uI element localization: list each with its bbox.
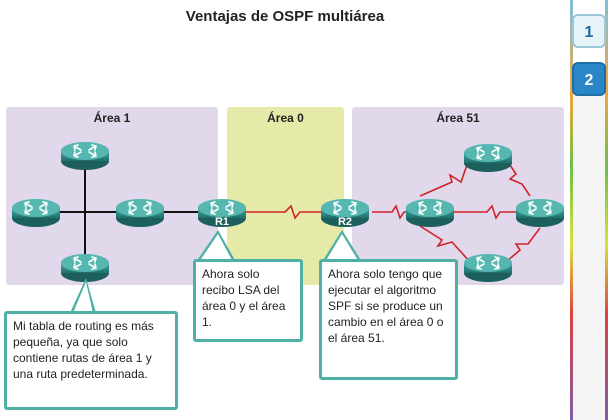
area-0-zone: Área 0 xyxy=(227,107,344,285)
router-area1-top[interactable] xyxy=(60,141,110,171)
area-51-zone: Área 51 xyxy=(352,107,564,285)
page-2-button[interactable]: 2 xyxy=(572,62,606,96)
area-51-label: Área 51 xyxy=(436,111,480,125)
callout-r1: Ahora solo recibo LSA del área 0 y el ár… xyxy=(193,259,303,342)
router-area1-center[interactable] xyxy=(115,198,165,228)
r2-label: R2 xyxy=(338,216,352,228)
page-1-button[interactable]: 1 xyxy=(572,14,606,48)
r1-label: R1 xyxy=(215,216,229,228)
router-area51-bottom[interactable] xyxy=(463,253,513,283)
area-1-label: Área 1 xyxy=(93,111,131,125)
router-area51-right[interactable] xyxy=(515,198,565,228)
page-nav-track xyxy=(570,0,608,420)
area-0-label: Área 0 xyxy=(267,111,304,125)
router-area51-left[interactable] xyxy=(405,198,455,228)
diagram-title: Ventajas de OSPF multiárea xyxy=(185,8,385,25)
callout-area1-router: Mi tabla de routing es más pequeña, ya q… xyxy=(4,311,178,410)
router-area51-top[interactable] xyxy=(463,143,513,173)
router-area1-bottom[interactable] xyxy=(60,253,110,283)
network-diagram: R1 R2 xyxy=(11,141,565,313)
area-1-zone: Área 1 xyxy=(6,107,218,285)
callout-r2: Ahora solo tengo que ejecutar el algorit… xyxy=(319,259,458,380)
serial-links xyxy=(244,161,541,263)
router-area1-left[interactable] xyxy=(11,198,61,228)
